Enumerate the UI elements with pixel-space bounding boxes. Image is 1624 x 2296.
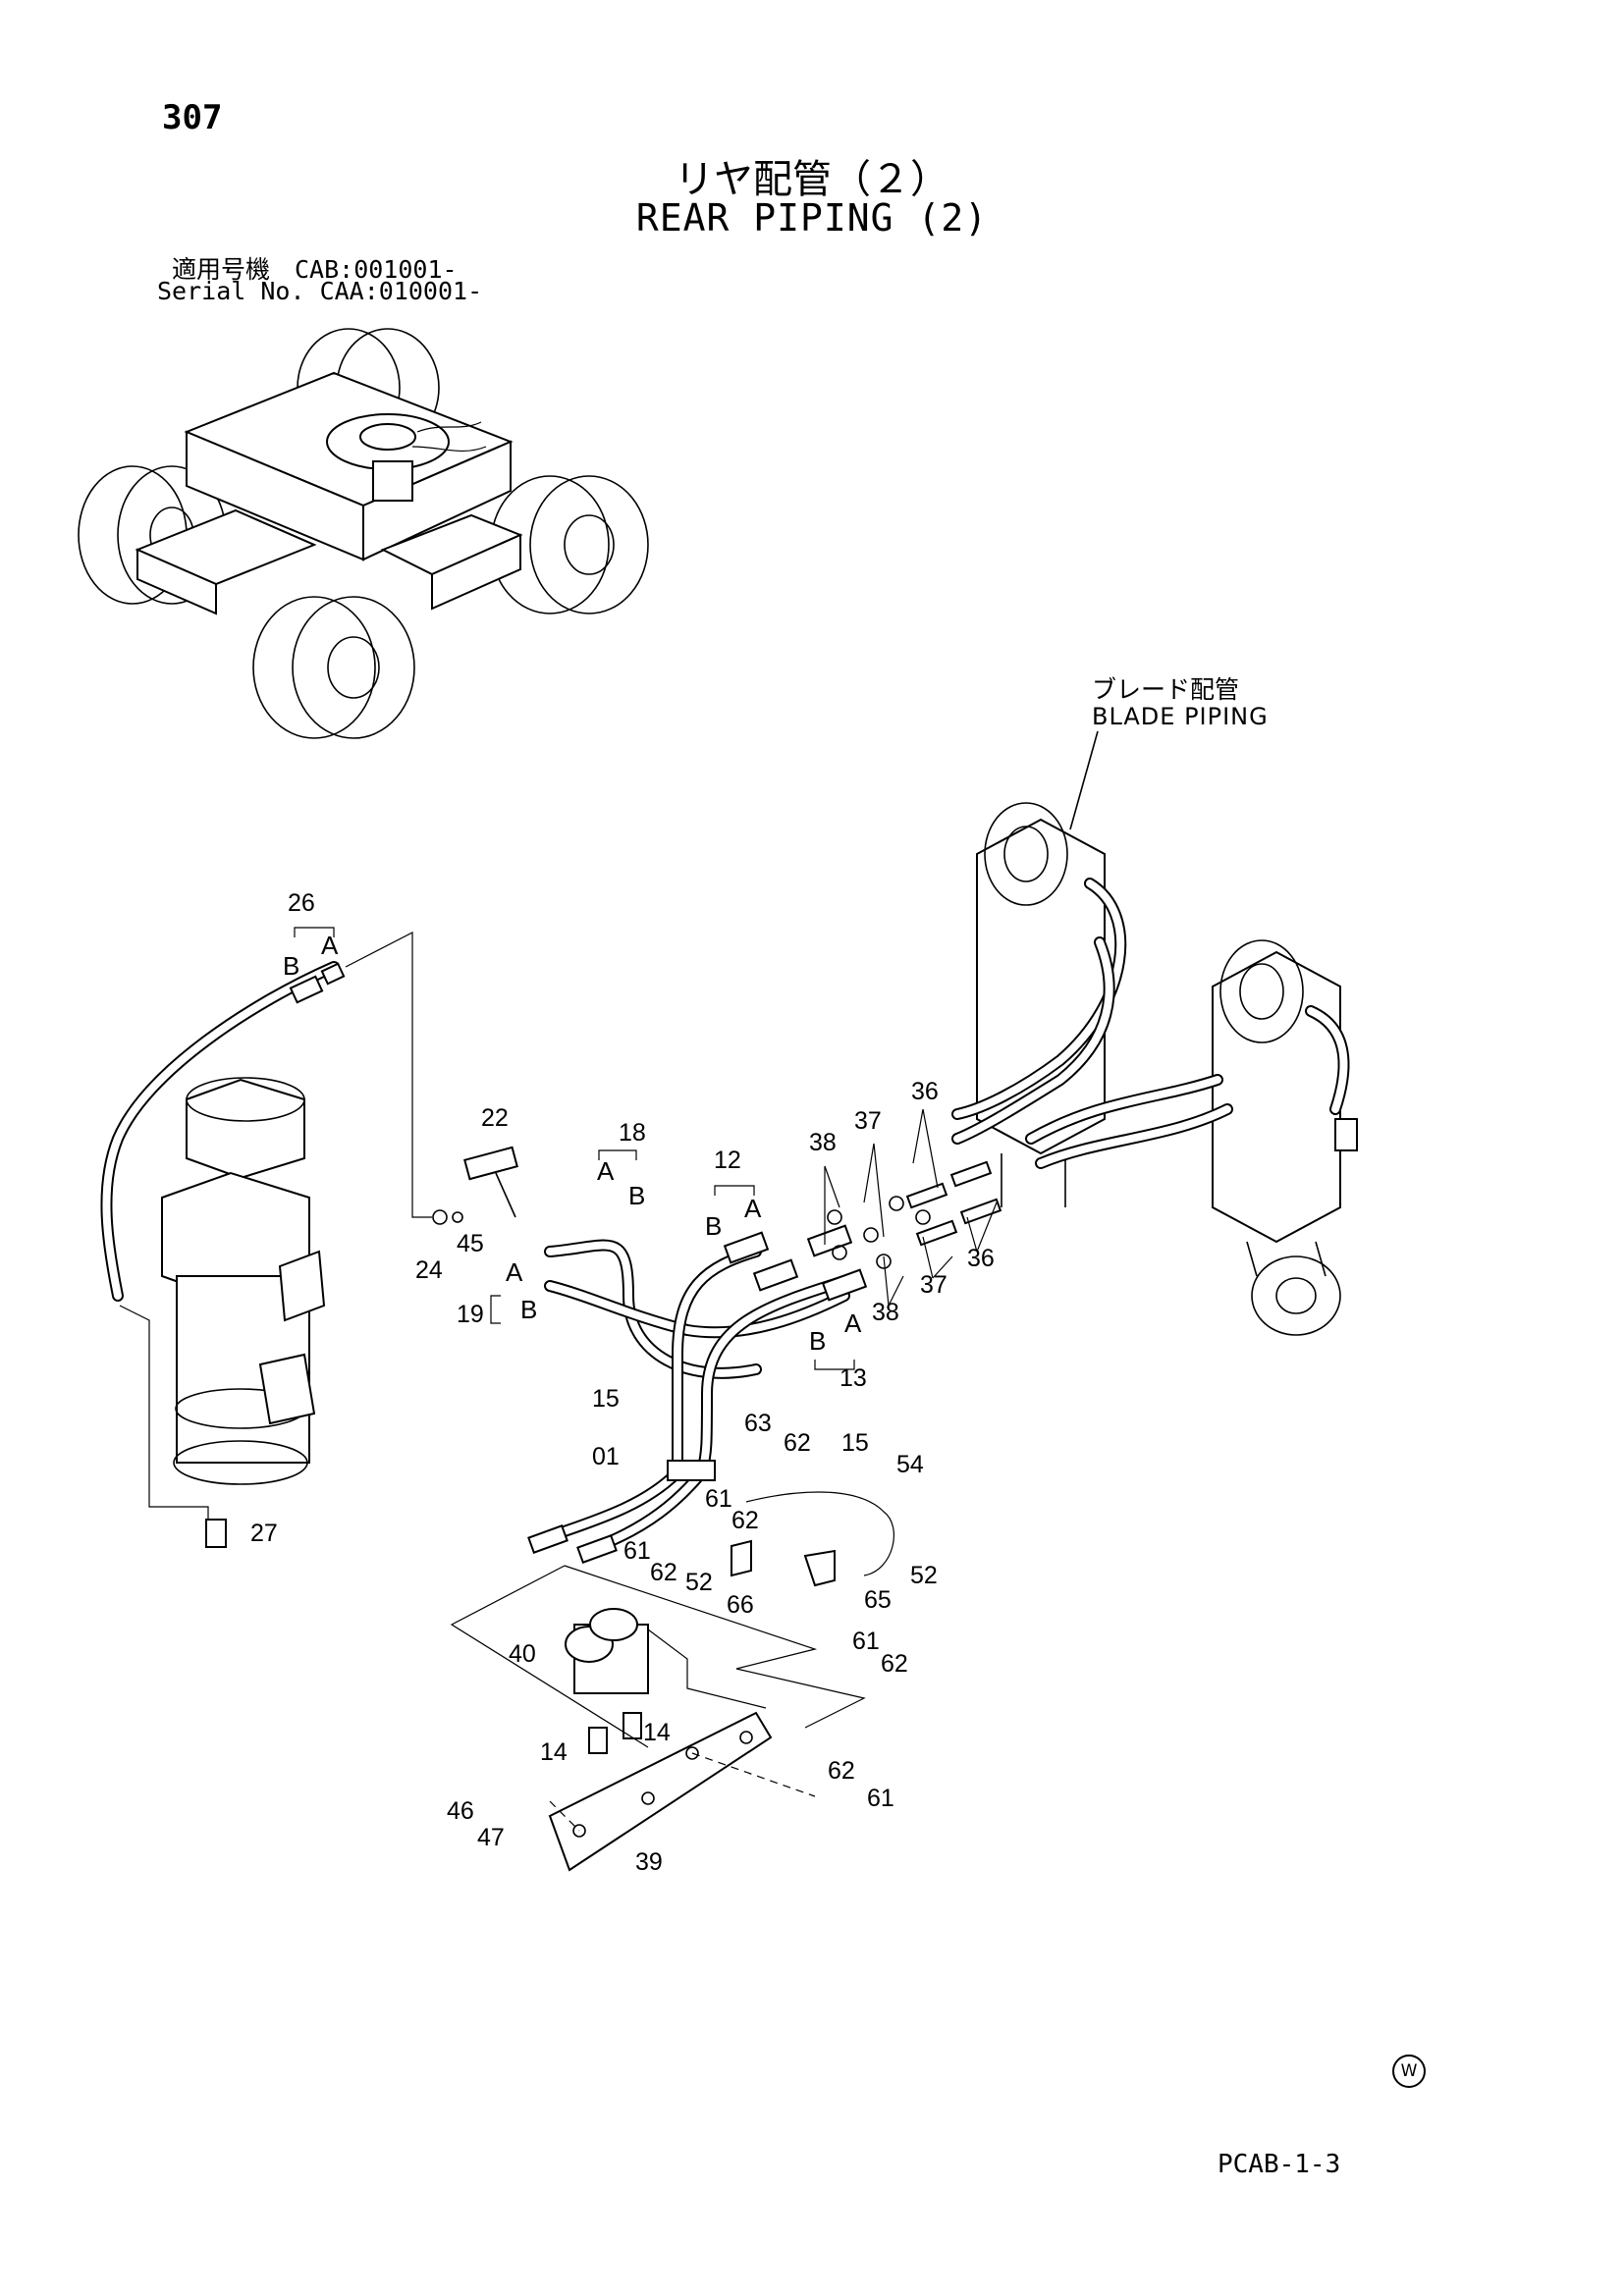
blade-hoses bbox=[951, 878, 1358, 1169]
label-27: 27 bbox=[250, 1520, 278, 1547]
marker-a-18: A bbox=[597, 1156, 615, 1186]
marker-a-13: A bbox=[844, 1308, 862, 1338]
label-65: 65 bbox=[864, 1586, 892, 1614]
label-52-a: 52 bbox=[685, 1569, 713, 1596]
label-38-top: 38 bbox=[809, 1129, 837, 1156]
serial-range-english: Serial No. CAA:010001- bbox=[157, 277, 483, 305]
serial-range-japanese: 適用号機 CAB:001001- bbox=[172, 255, 458, 284]
circled-w-mark: W bbox=[1392, 2055, 1426, 2088]
hose-end-markers: A B A B A B A B A B bbox=[283, 931, 862, 1356]
title-japanese: リヤ配管（２） bbox=[675, 157, 949, 202]
hose-26 bbox=[100, 961, 346, 1302]
label-46: 46 bbox=[447, 1797, 474, 1825]
blade-piping-label-en: BLADE PIPING bbox=[1092, 703, 1269, 730]
leader-27 bbox=[119, 1305, 209, 1522]
marker-a-26: A bbox=[321, 931, 339, 960]
label-15-right: 15 bbox=[841, 1429, 869, 1457]
label-61-a: 61 bbox=[705, 1485, 732, 1513]
marker-b-26: B bbox=[283, 951, 299, 981]
center-hoses bbox=[527, 1239, 850, 1564]
machine-overview-illustration bbox=[78, 328, 649, 739]
marker-a-12: A bbox=[744, 1194, 762, 1223]
label-66: 66 bbox=[727, 1591, 754, 1619]
label-39: 39 bbox=[635, 1848, 663, 1876]
blade-cylinder-right bbox=[1212, 939, 1341, 1336]
label-45: 45 bbox=[457, 1230, 484, 1257]
marker-b-12: B bbox=[705, 1211, 722, 1241]
marker-b-19: B bbox=[520, 1295, 537, 1324]
valve-40 bbox=[565, 1608, 649, 1754]
label-38-bottom: 38 bbox=[872, 1299, 899, 1326]
leader-frame-right bbox=[564, 1565, 866, 1729]
label-14-a: 14 bbox=[540, 1738, 568, 1766]
label-62-b: 62 bbox=[731, 1507, 759, 1534]
label-61-c: 61 bbox=[852, 1628, 880, 1655]
plate-39 bbox=[548, 1711, 773, 1872]
label-40: 40 bbox=[509, 1640, 536, 1668]
label-62-a: 62 bbox=[784, 1429, 811, 1457]
center-joint-illustration bbox=[161, 1077, 326, 1485]
label-15-left: 15 bbox=[592, 1385, 620, 1413]
page-code: PCAB-1-3 bbox=[1218, 2150, 1341, 2179]
label-24: 24 bbox=[415, 1256, 443, 1284]
label-13: 13 bbox=[839, 1364, 867, 1392]
ab-brackets bbox=[294, 927, 998, 1370]
label-47: 47 bbox=[477, 1824, 505, 1851]
bracket-65 bbox=[731, 1491, 894, 1587]
label-62-d: 62 bbox=[881, 1650, 908, 1678]
tee-22 bbox=[432, 1146, 518, 1225]
label-37-bottom: 37 bbox=[920, 1271, 947, 1299]
label-54: 54 bbox=[896, 1451, 924, 1478]
marker-a-19: A bbox=[506, 1257, 523, 1287]
label-12: 12 bbox=[714, 1147, 741, 1174]
label-63: 63 bbox=[744, 1410, 772, 1437]
part-number-labels: 26 27 22 18 12 38 37 36 24 45 19 13 38 3… bbox=[250, 889, 995, 1876]
label-61-b: 61 bbox=[623, 1537, 651, 1565]
blade-piping-label-jp: ブレード配管 bbox=[1092, 675, 1240, 704]
label-62-c: 62 bbox=[650, 1559, 677, 1586]
leader-26-24 bbox=[345, 932, 432, 1218]
leader-frame-left bbox=[450, 1565, 649, 1748]
marker-b-18: B bbox=[628, 1181, 645, 1210]
marker-b-13: B bbox=[809, 1326, 826, 1356]
fittings-12-13-36-38 bbox=[723, 1160, 1002, 1302]
label-14-b: 14 bbox=[643, 1719, 671, 1746]
label-01: 01 bbox=[592, 1443, 620, 1470]
part-27 bbox=[205, 1519, 227, 1548]
label-36-bottom: 36 bbox=[967, 1245, 995, 1272]
label-61-d: 61 bbox=[867, 1785, 894, 1812]
blade-piping-leader bbox=[1069, 730, 1099, 830]
label-62-e: 62 bbox=[828, 1757, 855, 1785]
label-37-top: 37 bbox=[854, 1107, 882, 1135]
label-19: 19 bbox=[457, 1301, 484, 1328]
dashed-bolt-line-2 bbox=[549, 1800, 580, 1832]
label-52-b: 52 bbox=[910, 1562, 938, 1589]
label-18: 18 bbox=[619, 1119, 646, 1147]
title-english: REAR PIPING (2) bbox=[635, 196, 989, 240]
leader-frame-mid bbox=[647, 1629, 767, 1709]
label-22: 22 bbox=[481, 1104, 509, 1132]
page-number: 307 bbox=[162, 98, 223, 137]
label-26: 26 bbox=[288, 889, 315, 917]
label-36-top: 36 bbox=[911, 1078, 939, 1105]
